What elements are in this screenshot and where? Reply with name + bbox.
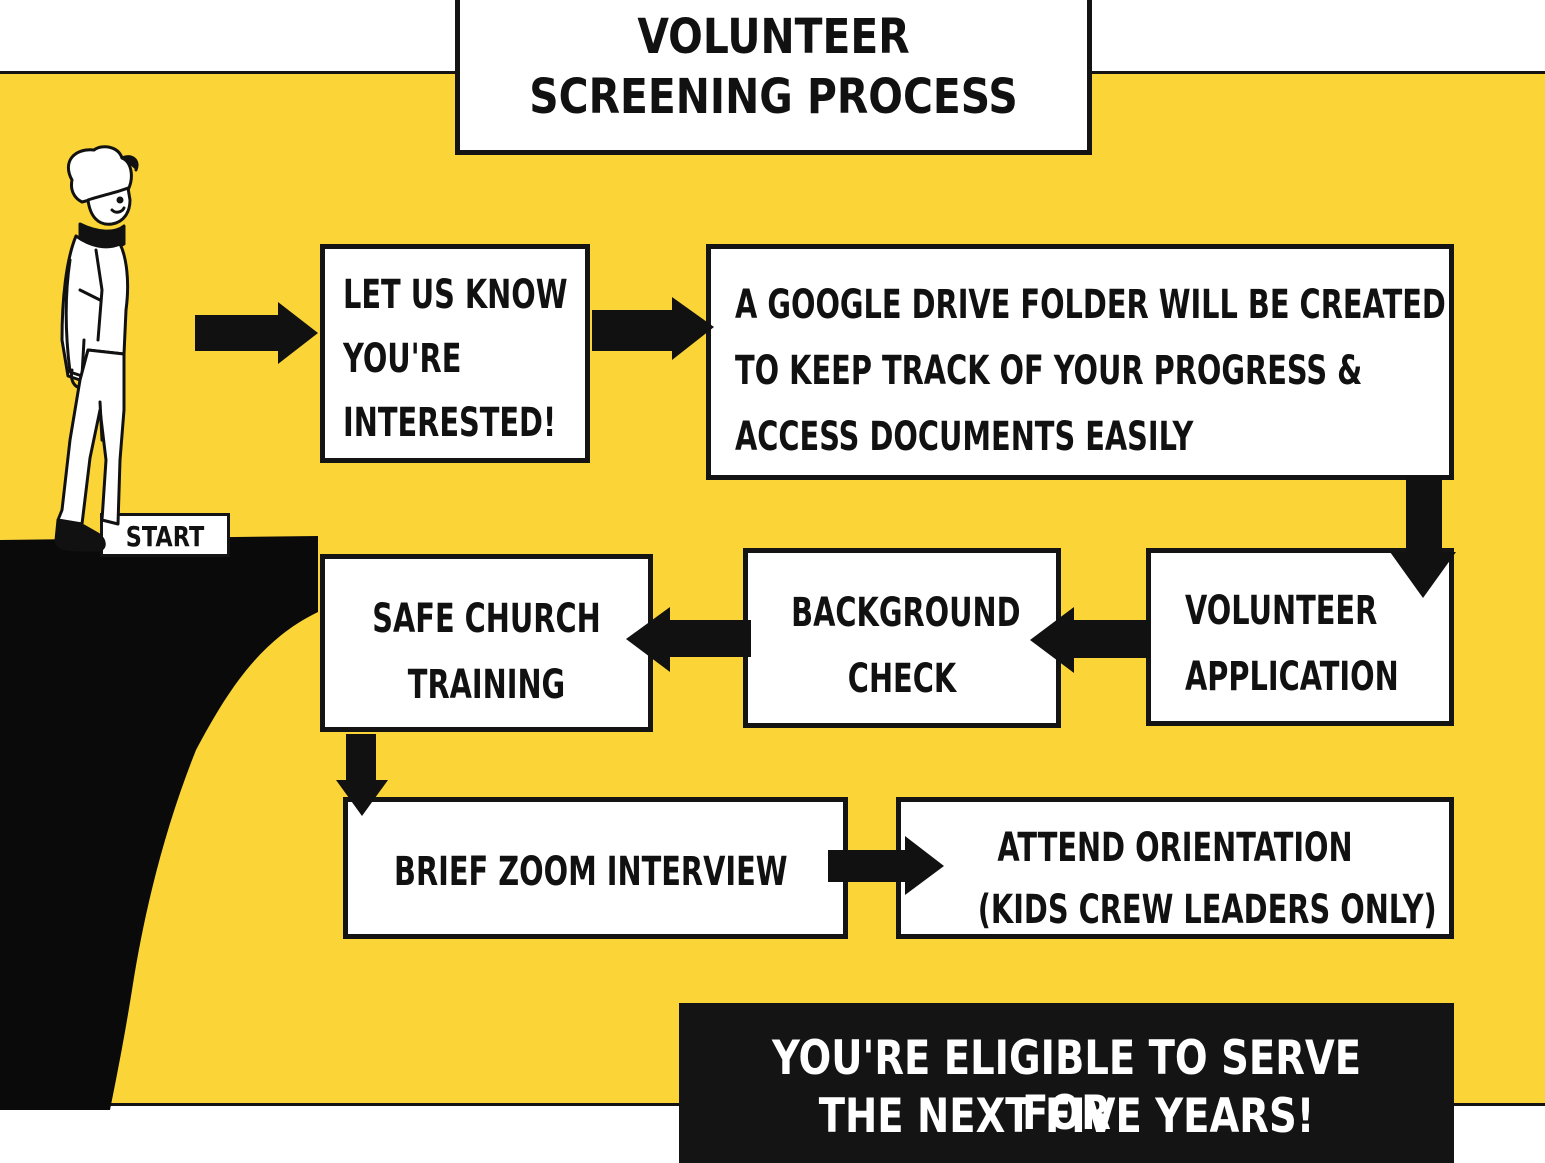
step-3-line-1: VOLUNTEER [1185, 588, 1378, 634]
step-zoom-interview: BRIEF ZOOM INTERVIEW [343, 797, 848, 939]
step-safe-church-training: SAFE CHURCH TRAINING [320, 554, 653, 732]
step-let-us-know: LET US KNOW YOU'RE INTERESTED! [320, 244, 590, 463]
person-figure [54, 145, 139, 552]
step-1-line-1: LET US KNOW [343, 272, 568, 318]
step-1-line-2: YOU'RE [343, 336, 462, 382]
step-2-line-1: A GOOGLE DRIVE FOLDER WILL BE CREATED [735, 282, 1446, 328]
step-volunteer-application: VOLUNTEER APPLICATION [1146, 548, 1454, 726]
title-line-2: SCREENING PROCESS [529, 69, 1018, 125]
step-5-line-2: TRAINING [407, 662, 566, 708]
step-1-line-3: INTERESTED! [343, 400, 557, 446]
step-7-line-2: (KIDS CREW LEADERS ONLY) [977, 887, 1437, 933]
start-label: START [125, 520, 205, 553]
step-6-line-1: BRIEF ZOOM INTERVIEW [394, 849, 788, 895]
step-2-line-3: ACCESS DOCUMENTS EASILY [735, 414, 1194, 460]
step-2-line-2: TO KEEP TRACK OF YOUR PROGRESS & [735, 348, 1363, 394]
step-4-line-2: CHECK [847, 656, 957, 702]
title-line-1: VOLUNTEER [637, 9, 910, 65]
step-3-line-2: APPLICATION [1185, 654, 1399, 700]
eligibility-line-1: YOU'RE ELIGIBLE TO SERVE FOR [771, 1031, 1362, 1141]
eligibility-line-2: THE NEXT FIVE YEARS! [818, 1089, 1315, 1144]
step-google-drive: A GOOGLE DRIVE FOLDER WILL BE CREATED TO… [706, 244, 1454, 480]
eligibility-banner: YOU'RE ELIGIBLE TO SERVE FOR THE NEXT FI… [679, 1003, 1454, 1163]
step-7-line-1: ATTEND ORIENTATION [997, 825, 1353, 871]
start-step: START [100, 513, 230, 557]
step-5-line-1: SAFE CHURCH [372, 596, 601, 642]
step-background-check: BACKGROUND CHECK [743, 548, 1061, 728]
title-box: VOLUNTEER SCREENING PROCESS [455, 0, 1092, 155]
step-4-line-1: BACKGROUND [791, 590, 1021, 636]
step-attend-orientation: ATTEND ORIENTATION (KIDS CREW LEADERS ON… [896, 797, 1454, 939]
